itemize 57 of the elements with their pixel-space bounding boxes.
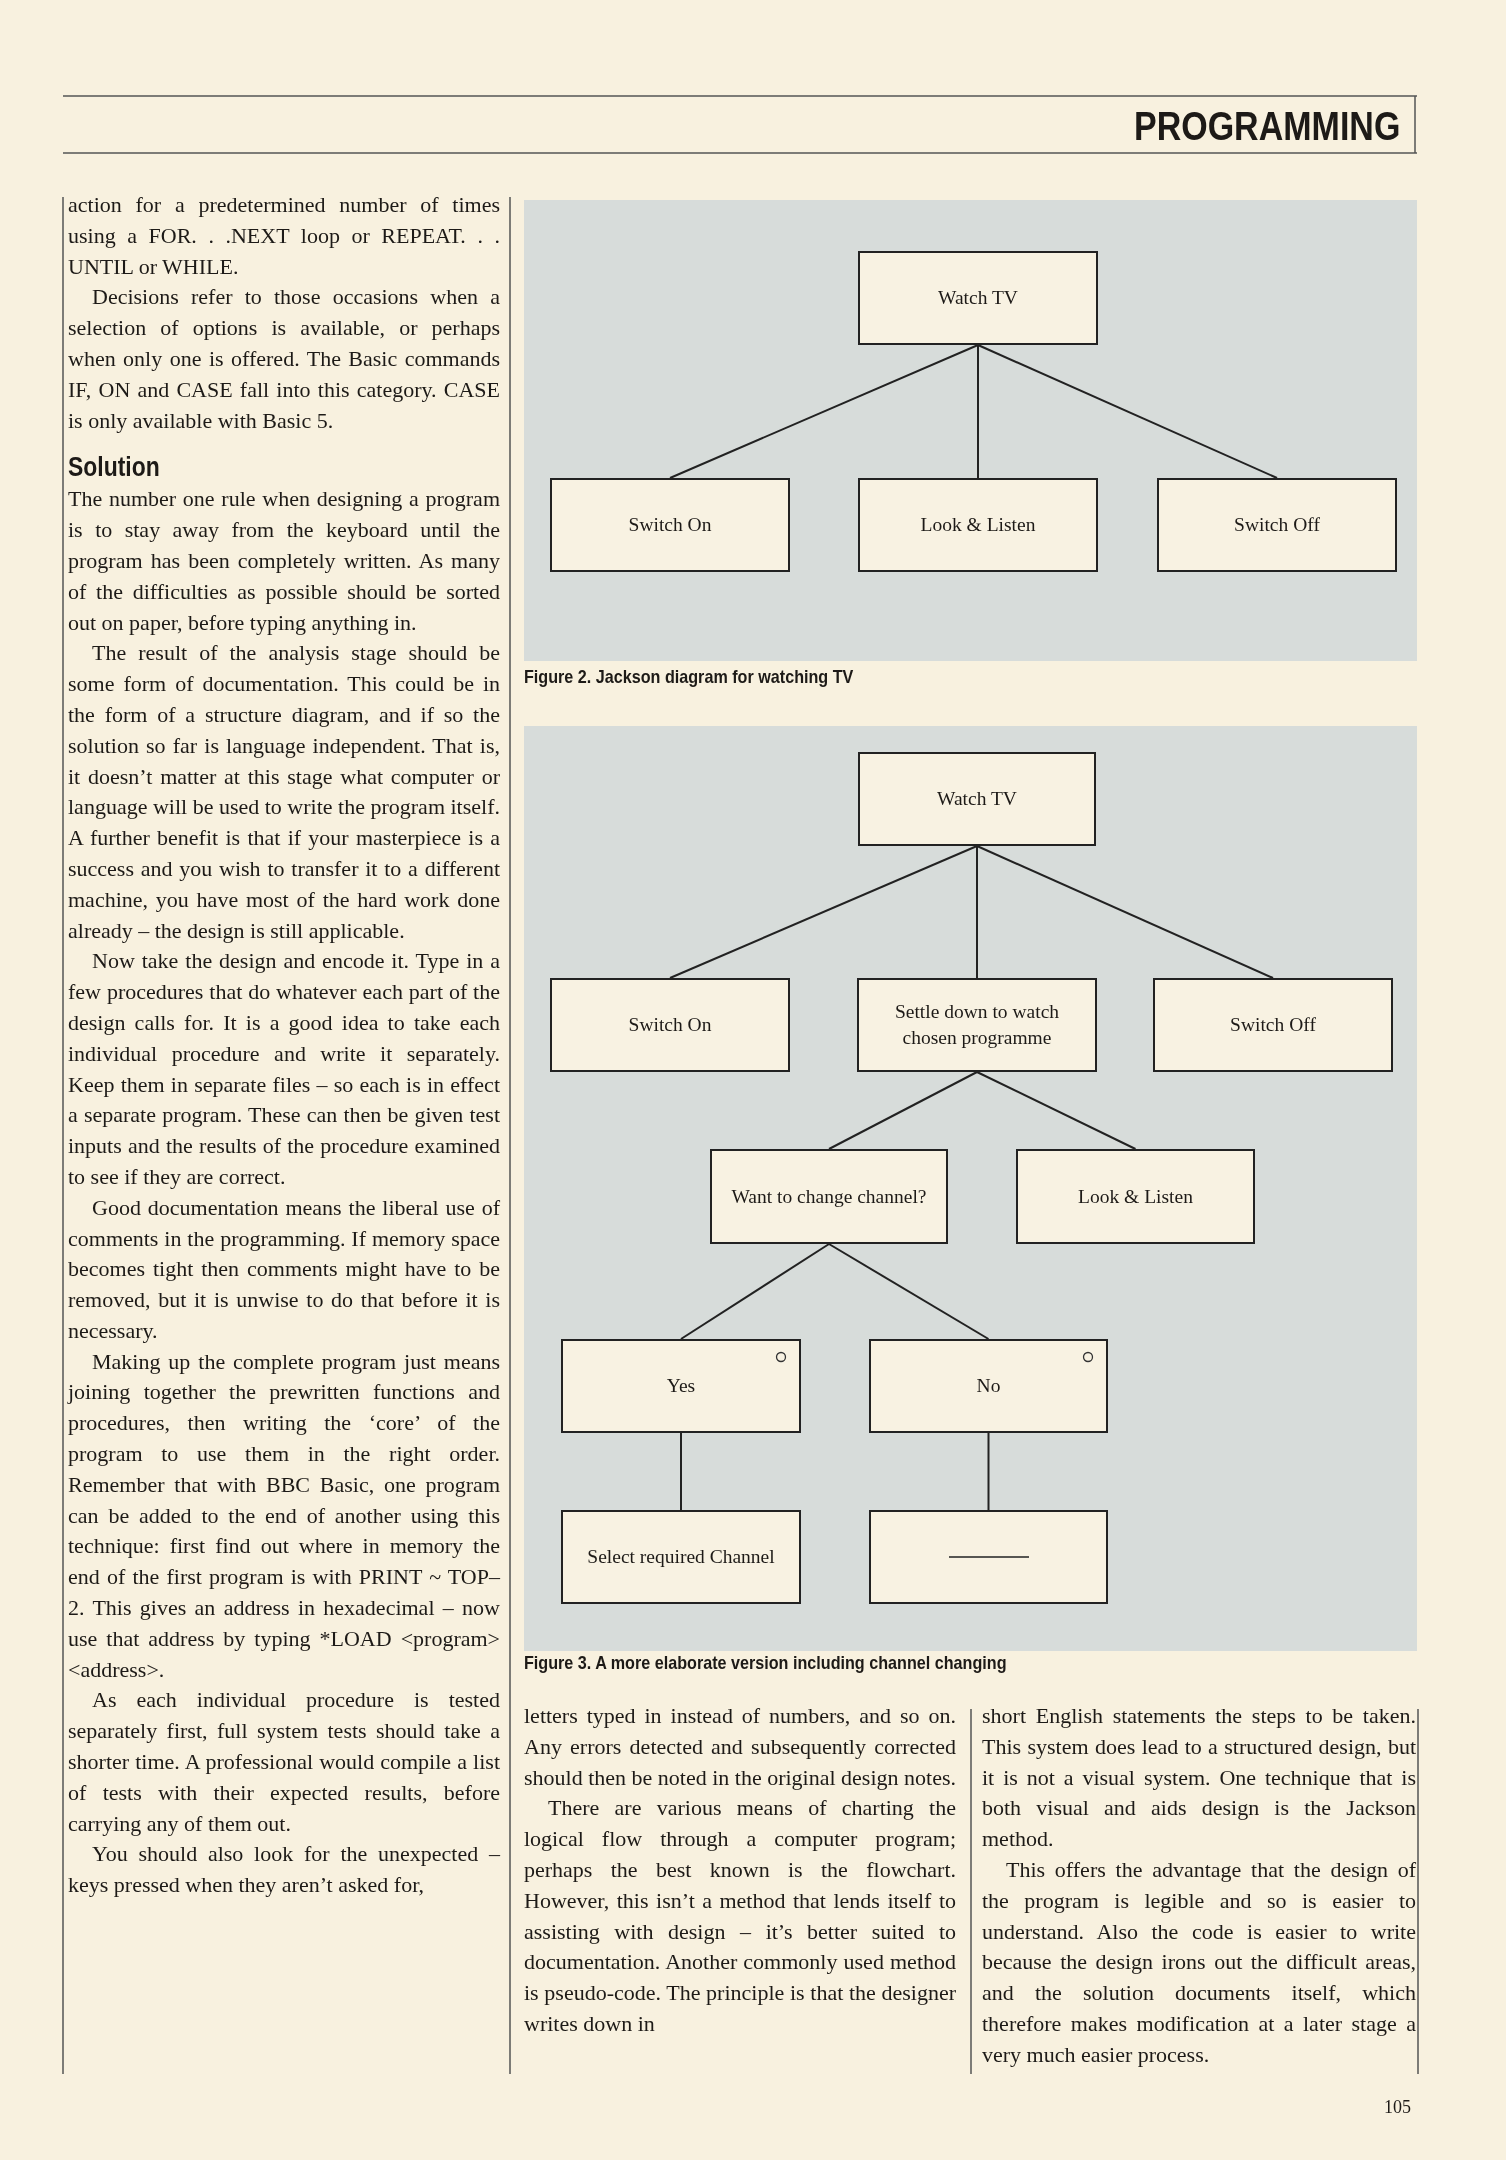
body-paragraph: The result of the analysis stage should be some form of documentation. This could be in the form of a structure diagram, and if so the solution so far is language independent. That is, it doesn’t matter at this stage what computer or language will be used to write the program itself. A further benefit is that if your masterpiece is a success and you wish to transfer it to a different machine, you have most of the hard work done already – the design is still applicable.	[68, 639, 500, 945]
process-box	[550, 478, 790, 572]
connector-line	[680, 1243, 830, 1340]
body-paragraph: You should also look for the unexpected – keys pressed when they aren’t asked for,	[68, 1840, 500, 1900]
figure-caption: Figure 3. A more elaborate version including channel changing	[524, 1652, 1007, 1674]
process-box	[857, 978, 1097, 1072]
process-box	[1016, 1149, 1255, 1244]
box-label: Switch On	[628, 1013, 712, 1037]
box-label: Look & Listen	[1078, 1184, 1193, 1209]
body-paragraph: action for a predetermined number of times using a FOR. . .NEXT loop or REPEAT. . . UNTIL or WHILE.	[68, 191, 500, 281]
body-paragraph: The number one rule when designing a program is to stay away from the keyboard until the program has been completely written. As many of the difficulties as possible should be sorted out on paper, before typing anything in.	[68, 485, 500, 637]
empty-box	[869, 1510, 1108, 1604]
box-label: Switch Off	[1230, 1013, 1316, 1037]
connector-line	[680, 1432, 682, 1511]
box-label: Settle down to watch chosen programme	[893, 1000, 1061, 1050]
connector-line	[976, 845, 1274, 979]
process-box	[550, 978, 790, 1072]
box-label: Look & Listen	[920, 513, 1036, 537]
process-box	[561, 1339, 801, 1433]
body-paragraph: Making up the complete program just means joining together the prewritten functions and procedures, then writing the ‘core’ of the program to use them in the right order. Remember that with BBC Basic, one program can be added to the end of another using this technique: first find out where in memory the end of the first program is with PRINT ~ TOP–2. This gives an address in hexadecimal – now use that address by typing *LOAD <program> <address>.	[68, 1347, 500, 1684]
process-box	[858, 752, 1096, 846]
process-box	[858, 478, 1098, 572]
process-box	[858, 251, 1098, 345]
connector-line	[669, 344, 979, 479]
process-box	[710, 1149, 948, 1244]
connector-line	[977, 344, 979, 479]
connector-line	[976, 845, 978, 979]
box-label: Watch TV	[937, 787, 1017, 811]
box-label: Switch Off	[1234, 513, 1320, 537]
body-paragraph: Decisions refer to those occasions when a selection of options is available, or perhaps when only one is offered. The Basic commands IF, ON and CASE fall into this category. CASE is only available with Basic 5.	[68, 283, 500, 435]
body-paragraph: As each individual procedure is tested separately first, full system tests should take a shorter time. A professional would compile a list of tests with their expected results, before carrying any of them out.	[68, 1686, 500, 1838]
body-paragraph: letters typed in instead of numbers, and so on. Any errors detected and subsequently corrected should then be noted in the original design notes.	[524, 1702, 956, 1792]
connector-line	[977, 344, 1278, 479]
body-paragraph: Good documentation means the liberal use of comments in the programming. If memory space becomes tight then comments might have to be removed, but it is unwise to do that before it is necessary.	[68, 1193, 500, 1345]
body-paragraph: This offers the advantage that the design of the program is legible and so is easier to understand. Also the code is easier to write because the design irons out the difficult areas, and the solution documents itself, which therefore makes modification at a later stage a very much easier process.	[982, 1856, 1416, 2069]
box-label: Want to change channel?	[731, 1184, 927, 1209]
body-paragraph: short English statements the steps to be taken. This system does lead to a structured design, but it is not a visual system. One technique that is both visual and aids design is the Jackson method.	[982, 1702, 1416, 1854]
process-box	[561, 1510, 801, 1604]
process-box	[1153, 978, 1393, 1072]
connector-line	[828, 1071, 978, 1150]
connector-line	[976, 1071, 1137, 1150]
process-box	[869, 1339, 1108, 1433]
section-header: PROGRAMMING	[1134, 104, 1401, 148]
box-label: Yes	[666, 1374, 696, 1398]
figure-caption: Figure 2. Jackson diagram for watching TV	[524, 666, 854, 688]
subheading: Solution	[68, 451, 160, 485]
page-number: 105	[1384, 2096, 1411, 2119]
process-box	[1157, 478, 1397, 572]
box-label: Switch On	[628, 513, 712, 537]
box-label: Select required Channel	[587, 1545, 775, 1569]
box-label: No	[976, 1374, 1001, 1398]
body-paragraph: There are various means of charting the logical flow through a computer program; perhaps the best known is the flowchart. However, this isn’t a method that lends itself to assisting with design – it’s better suited to documentation. Another commonly used method is pseudo-code. The principle is that the designer writes down in	[524, 1794, 956, 2038]
body-paragraph: Now take the design and encode it. Type in a few procedures that do whatever each part of the design calls for. It is a good idea to take each individual procedure and write it separately. Keep them in separate files – so each is in effect a separate program. These can then be given test inputs and the results of the procedure examined to see if they are correct.	[68, 947, 500, 1191]
connector-line	[669, 845, 978, 979]
box-label: Watch TV	[938, 286, 1018, 310]
connector-line	[987, 1432, 990, 1511]
connector-line	[828, 1243, 990, 1340]
